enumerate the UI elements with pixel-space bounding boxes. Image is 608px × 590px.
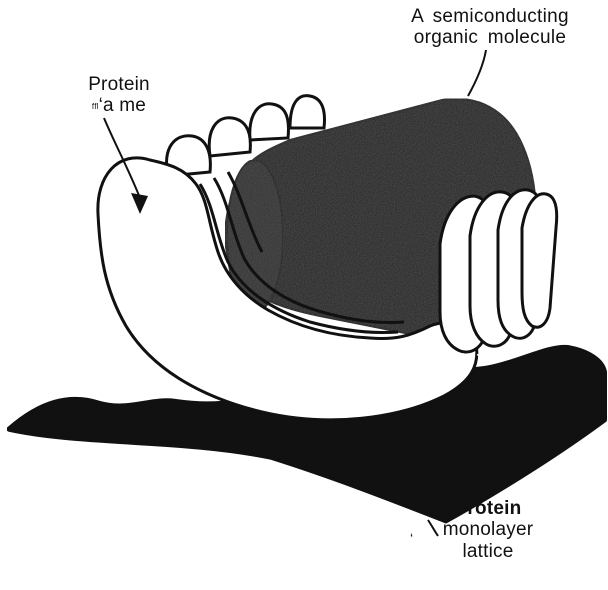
lattice-label-line3: lattice bbox=[418, 541, 558, 562]
frame-front-ridges bbox=[440, 190, 557, 352]
lattice-tick-mark: ‘ bbox=[410, 530, 413, 546]
frame-label-rest: ‘a me bbox=[99, 95, 146, 116]
lattice-label: Protein monolayer lattice bbox=[418, 498, 558, 562]
frame-label-line2: ffl‘a me bbox=[64, 95, 174, 116]
frame-label: Protein ffl‘a me bbox=[64, 74, 174, 117]
lattice-label-line2: monolayer bbox=[418, 519, 558, 540]
frame-label-prefix: ffl bbox=[92, 102, 99, 111]
molecule-label-line1: A semiconducting bbox=[372, 6, 608, 27]
lattice-label-line1: Protein bbox=[418, 498, 558, 519]
leader-molecule bbox=[468, 50, 486, 96]
molecule-label: A semiconducting organic molecule bbox=[372, 6, 608, 49]
frame-label-line1: Protein bbox=[64, 74, 174, 95]
molecule-label-line2: organic molecule bbox=[372, 27, 608, 48]
